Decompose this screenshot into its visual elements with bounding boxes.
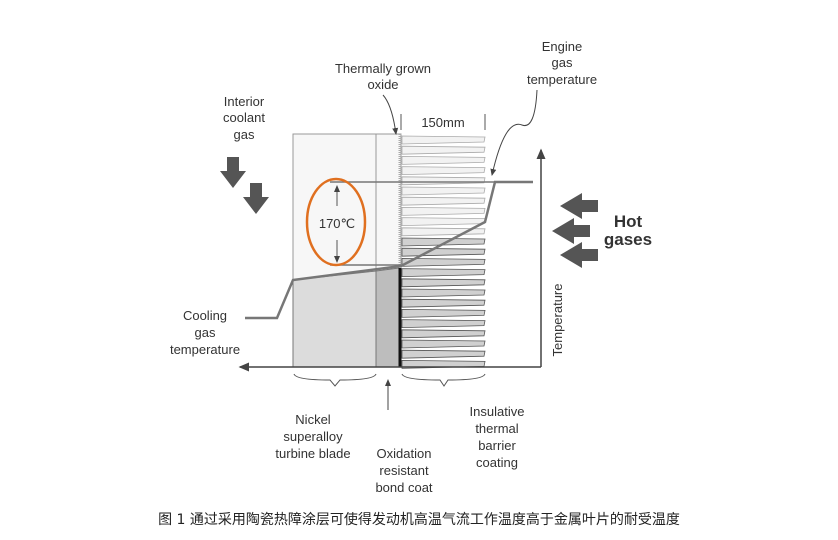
tbc-column [401,176,486,186]
tbc-column [401,155,486,165]
svg-text:Nickel: Nickel [295,412,331,427]
tbc-column [401,339,486,349]
tbc-column [401,247,486,257]
thickness-label: 150mm [421,115,464,130]
engine-gas-label: Engine gas temperature [527,39,597,87]
svg-text:Interior: Interior [224,94,265,109]
coolant-arrow-icon [220,157,246,188]
svg-text:Cooling: Cooling [183,308,227,323]
tbc-column [401,196,486,206]
hot-gas-arrow-icon [552,218,590,244]
svg-text:resistant: resistant [379,463,429,478]
svg-text:temperature: temperature [170,342,240,357]
tbc-column [401,237,486,247]
tbc-column [401,186,486,196]
tbc-column [401,308,486,318]
tbc-label: Insulative thermal barrier coating [470,404,525,470]
svg-text:Hot: Hot [614,212,643,231]
brace-tbc [401,373,486,387]
tbc-column [401,166,486,176]
tbc-column [401,268,486,278]
tbc-column [401,319,486,329]
tbc-column [401,257,486,267]
tbc-column [401,278,486,288]
tgo-label: Thermally grown oxide [335,61,431,92]
figure-caption: 图 1 通过采用陶瓷热障涂层可使得发动机高温气流工作温度高于金属叶片的耐受温度 [158,512,680,528]
svg-text:Insulative: Insulative [470,404,525,419]
svg-text:gas: gas [234,127,255,142]
hot-gases-label: Hot gases [604,212,652,249]
svg-text:Thermally grown: Thermally grown [335,61,431,76]
svg-text:temperature: temperature [527,72,597,87]
tbc-column [401,135,486,145]
tbc-column [401,217,486,227]
bond-coat-label: Oxidation resistant bond coat [375,446,432,495]
tbc-columns [401,135,486,369]
delta-temperature-label: 170℃ [319,216,355,231]
svg-text:Oxidation: Oxidation [377,446,432,461]
nickel-superalloy-layer [292,270,377,368]
hot-gas-arrow-icon [560,242,598,268]
tbc-column [401,298,486,308]
svg-text:superalloy: superalloy [283,429,343,444]
bond-coat-layer [375,267,400,368]
tbc-column [401,145,486,155]
svg-text:oxide: oxide [367,77,398,92]
svg-text:turbine blade: turbine blade [275,446,350,461]
tbc-column [401,329,486,339]
svg-text:barrier: barrier [478,438,516,453]
svg-text:Engine: Engine [542,39,582,54]
coolant-arrow-icon [243,183,269,214]
highlight-ellipse [305,177,367,267]
svg-text:bond coat: bond coat [375,480,432,495]
svg-text:coolant: coolant [223,110,265,125]
engine-gas-pointer [490,89,538,176]
brace-superalloy [293,373,377,387]
temperature-axis-label: Temperature [550,284,565,357]
svg-text:thermal: thermal [475,421,518,436]
svg-text:gas: gas [195,325,216,340]
tbc-column [401,288,486,298]
svg-text:coating: coating [476,455,518,470]
svg-text:gases: gases [604,230,652,249]
svg-text:gas: gas [552,55,573,70]
hot-gas-arrow-icon [560,193,598,219]
cooling-gas-label: Cooling gas temperature [170,308,240,357]
nickel-superalloy-label: Nickel superalloy turbine blade [275,412,350,461]
tgo-pointer [382,94,399,135]
tbc-column [401,206,486,216]
tbc-column [401,349,486,359]
interior-coolant-label: Interior coolant gas [223,94,265,142]
